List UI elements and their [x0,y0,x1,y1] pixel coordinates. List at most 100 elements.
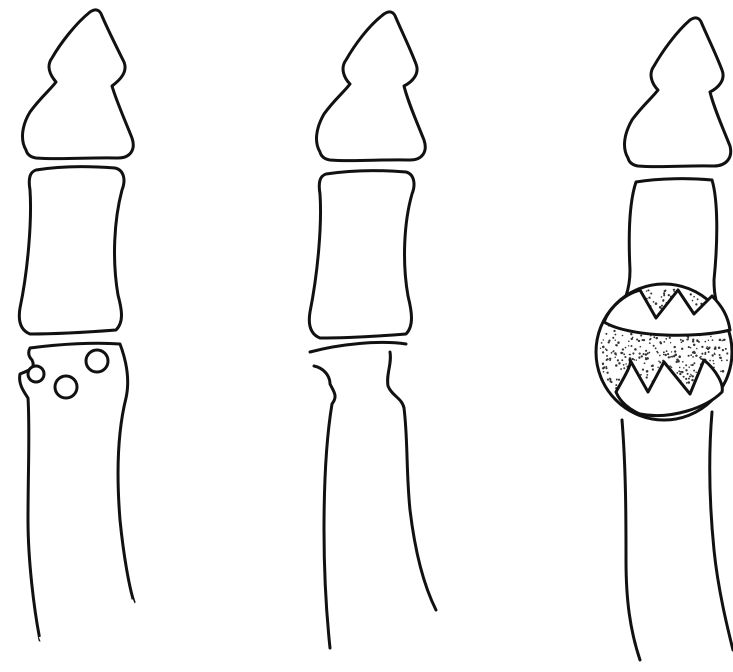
stipple-dot [658,361,659,362]
stipple-dot [634,348,637,351]
stipple-dot [668,294,670,296]
stipple-dot [612,337,614,339]
stipple-dot [686,382,688,384]
stipple-dot [693,362,695,364]
stipple-dot [719,354,721,356]
stipple-dot [685,369,687,371]
stipple-dot [678,355,681,358]
stipple-dot [722,349,724,351]
stipple-dot [647,289,649,291]
stipple-dot [688,378,690,380]
stipple-dot [720,371,722,373]
stipple-dot [611,352,613,354]
stipple-dot [641,355,643,357]
stipple-dot [697,298,699,300]
stipple-dot [690,347,692,349]
stipple-dot [639,353,641,355]
stipple-dot [614,352,617,355]
stipple-dot [614,334,616,336]
stipple-dot [655,302,658,305]
stipple-dot [688,381,691,384]
stipple-dot [695,371,697,373]
stipple-dot [674,350,676,352]
stipple-dot [676,361,678,363]
stipple-dot [687,337,689,339]
stipple-dot [668,356,670,358]
stipple-dot [609,378,610,379]
stipple-dot [618,362,620,364]
stipple-dot [602,363,604,365]
stipple-dot [645,353,648,356]
stipple-dot [673,355,675,357]
cyst-edge [28,366,44,382]
stipple-dot [605,367,607,369]
stipple-dot [647,353,649,355]
stipple-dot [649,342,651,344]
stipple-dot [646,374,648,376]
stipple-dot [603,339,604,340]
stipple-dot [618,379,620,381]
panel-right [596,18,733,660]
stipple-dot [625,363,626,364]
panel-left [19,10,134,640]
stipple-dot [601,342,603,344]
stipple-dot [620,352,622,354]
stipple-dot [685,378,687,380]
stipple-dot [693,344,695,346]
stipple-dot [692,356,694,358]
distal-phalanx-right [625,18,731,167]
stipple-dot [664,290,666,292]
stipple-dot [683,367,685,369]
stipple-dot [646,376,648,378]
stipple-dot [649,339,651,341]
stipple-dot [613,350,615,352]
stipple-dot [603,371,605,373]
stipple-dot [705,352,707,354]
stipple-dot [696,339,698,341]
stipple-dot [682,361,684,363]
stipple-dot [691,379,693,381]
stipple-dot [643,353,645,355]
proximal-phalanx-middle-left-edge [314,366,335,648]
stipple-dot [614,357,616,359]
stipple-dot [615,364,618,367]
stipple-dot [680,339,682,341]
stipple-dot [692,300,694,302]
stipple-dot [687,373,689,375]
stipple-dot [667,353,669,355]
stipple-dot [628,341,630,343]
stipple-dot [690,354,692,356]
stipple-dot [681,341,683,343]
stipple-dot [609,380,611,382]
stipple-dot [657,352,659,354]
stipple-dot [693,351,695,353]
stipple-dot [630,333,632,335]
stipple-dot [607,379,609,381]
stipple-dot [659,306,662,309]
stipple-dot [615,344,617,346]
stipple-dot [722,370,725,373]
stipple-dot [653,301,655,303]
middle-phalanx-left [19,167,124,334]
stipple-dot [700,356,702,358]
stipple-dot [622,335,624,337]
stipple-dot [615,384,617,386]
stipple-dot [676,372,678,374]
stipple-dot [653,345,655,347]
stipple-dot [606,366,608,368]
stipple-dot [689,375,691,377]
stipple-dot [680,371,682,373]
stipple-dot [602,351,604,353]
stipple-dot [651,365,653,367]
stipple-dot [693,370,695,372]
stipple-dot [708,340,709,341]
stipple-dot [615,339,616,340]
distal-phalanx-left [23,10,134,159]
stipple-dot [692,364,694,366]
stipple-dot [721,360,723,362]
stipple-dot [603,366,605,368]
stipple-dot [639,346,641,348]
stipple-dot [726,359,728,361]
stipple-dot [671,366,673,368]
